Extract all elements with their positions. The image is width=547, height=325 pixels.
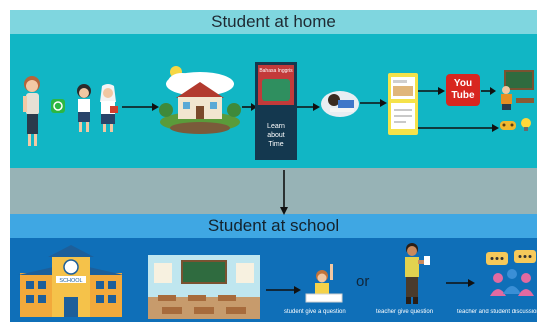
gamepad-icon [500,121,516,130]
book-label-line1: Learn [267,123,285,130]
teacher-question-caption: teacher give question [376,309,434,315]
youtube-text-bottom: Tube [451,90,475,101]
youtube-text-top: You [453,78,473,89]
studying-student-icon [321,91,359,117]
teacher-icon [23,76,40,146]
flow-arrow [297,103,320,111]
book-label: Learn about Time [258,122,294,149]
student-raising-hand-icon [305,264,343,303]
school-section-title: Student at school [207,216,340,235]
lightbulb-icon [521,118,531,131]
book-label-line3: Time [268,141,284,148]
book-illustration [262,79,290,101]
home-section-title: Student at home [211,12,336,31]
flow-arrow [360,99,387,107]
discussion-caption: teacher and student discussion to [457,309,547,315]
book-cover: Bahasa Inggris [255,62,297,160]
chalkboard-teacher-icon [501,70,534,110]
flow-arrow [122,103,159,111]
discussion-group-icon [486,250,536,296]
house-icon [159,66,241,134]
flow-arrow [481,87,496,95]
whatsapp-icon [51,99,65,113]
flow-arrow [446,279,475,287]
tablet-icon [388,73,418,135]
book-label-line2: about [267,132,285,139]
school-building-icon: SCHOOL [18,245,124,317]
flow-arrow [418,87,445,95]
youtube-icon: You Tube [446,74,480,106]
school-section-header: Student at school [10,214,537,238]
teacher-standing-icon [405,243,430,304]
book-header: Bahasa Inggris [259,68,293,74]
student-question-caption: student give a question [284,309,346,315]
flow-arrow [418,124,499,132]
school-sign: SCHOOL [59,278,82,284]
book-cover-art: Bahasa Inggris [258,65,294,105]
or-connector: or [356,273,370,290]
transition-panel [10,168,537,214]
home-section-header: Student at home [10,10,537,34]
down-arrow [280,170,288,215]
flow-arrow [266,286,301,294]
flow-arrow [242,103,257,111]
students-icon [77,84,118,132]
classroom-icon [148,255,260,319]
